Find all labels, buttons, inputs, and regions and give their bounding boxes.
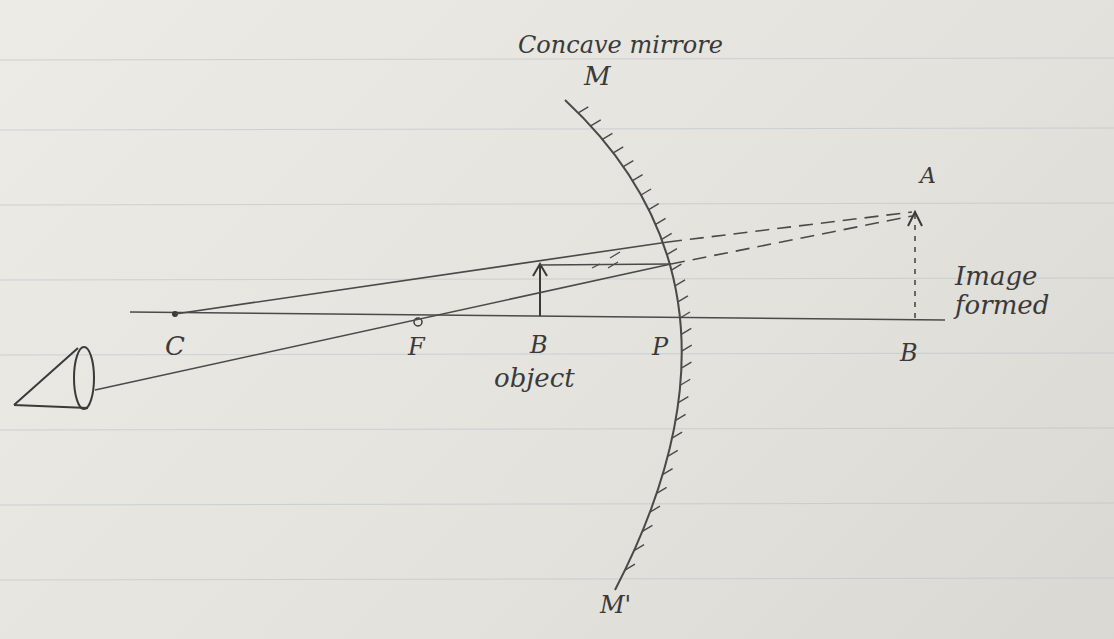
hatch-mark: [672, 432, 682, 438]
object-label: object: [494, 364, 575, 393]
hatch-mark: [591, 120, 601, 126]
object-arrowhead: [533, 264, 547, 276]
hatch-mark: [642, 525, 652, 531]
image-arrow: [914, 214, 916, 318]
virtual-ray: [668, 212, 912, 242]
parallel-ray: [540, 264, 671, 265]
image-label: Image formed: [955, 262, 1070, 319]
reflected-ray: [95, 264, 671, 390]
hatch-mark: [680, 379, 690, 385]
image-base-label: B: [900, 340, 918, 366]
ray-through-centre: [175, 242, 668, 314]
hatch-mark: [623, 161, 633, 167]
hatch-mark: [667, 249, 677, 255]
hatch-mark: [682, 345, 692, 351]
hatch-mark: [633, 175, 643, 181]
hatch-mark: [681, 328, 691, 334]
hatch-mark: [613, 147, 623, 153]
hatch-mark: [678, 296, 688, 302]
concave-mirror: [565, 100, 682, 590]
image-arrowhead: [908, 212, 922, 226]
mirror-end-label: M': [600, 592, 631, 618]
mirror-hatching: [578, 107, 691, 570]
virtual-ray: [671, 216, 912, 264]
hatch-mark: [676, 414, 686, 420]
mirror-title: Concave mirrore: [518, 32, 723, 58]
centre-label: C: [165, 332, 185, 361]
hatch-mark: [668, 450, 678, 456]
notebook-lines: [0, 58, 1114, 580]
hatch-mark: [650, 506, 660, 512]
object-arrow: [539, 266, 541, 316]
hatch-mark: [681, 362, 691, 368]
hatch-mark: [657, 487, 667, 493]
hatch-mark: [649, 204, 659, 210]
image-tip-label: A: [920, 164, 936, 188]
hatch-mark: [675, 280, 685, 286]
hatch-mark: [678, 397, 688, 403]
ray-arrow-marks: [592, 252, 620, 268]
hatch-mark: [680, 312, 690, 318]
hatch-mark: [578, 107, 588, 113]
hatch-mark: [641, 189, 651, 195]
object-base-label: B: [530, 332, 548, 358]
focus-label: F: [408, 334, 425, 360]
hatch-mark: [602, 133, 612, 139]
principal-axis: [130, 312, 945, 320]
hatch-mark: [634, 545, 644, 551]
eye-lens: [74, 347, 94, 409]
hatch-mark: [625, 564, 635, 570]
mirror-end-label: M: [584, 62, 611, 91]
hatch-mark: [656, 218, 666, 224]
pole-label: P: [652, 334, 668, 360]
hatch-mark: [671, 264, 681, 270]
hatch-mark: [662, 233, 672, 239]
hatch-mark: [663, 469, 673, 475]
